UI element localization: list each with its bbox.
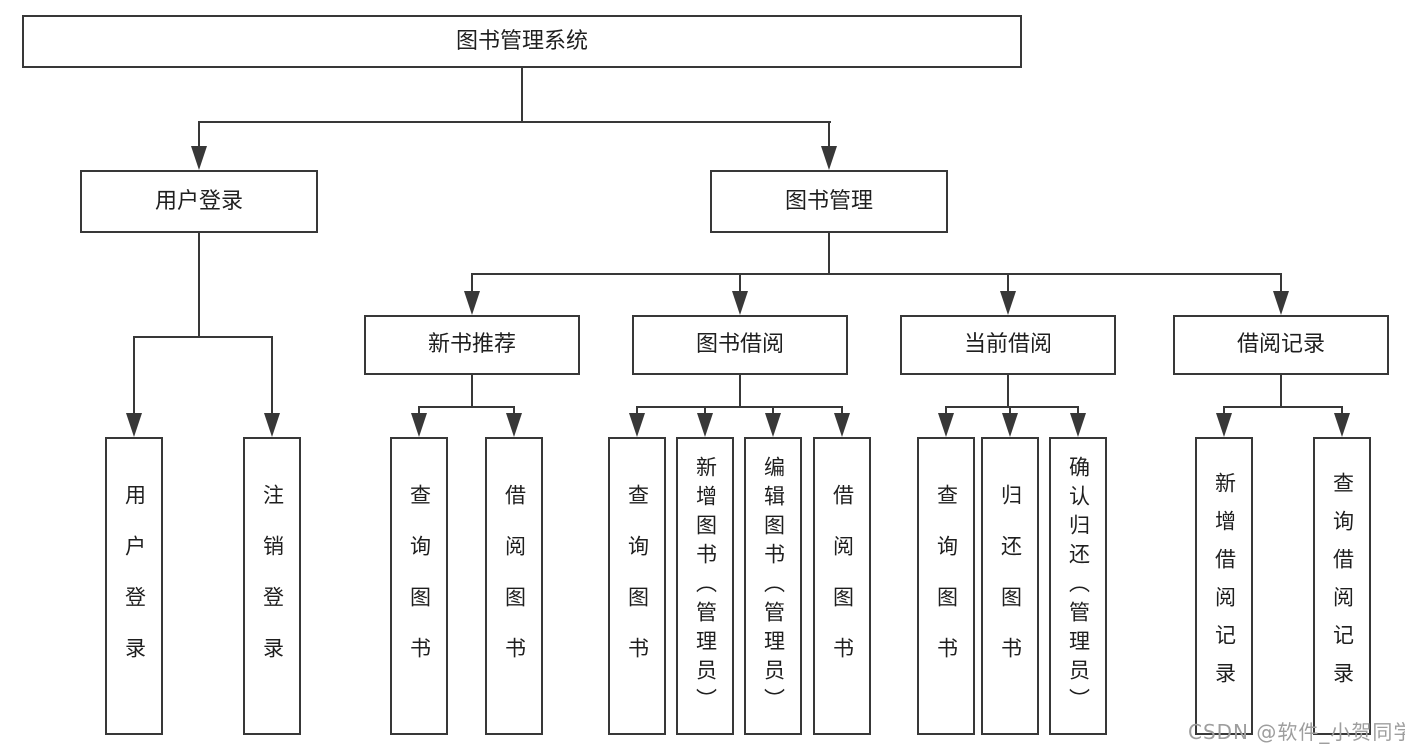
node-user-login: 用户登录	[80, 170, 318, 233]
node-current-borrowing: 当前借阅	[900, 315, 1116, 375]
connector-hline	[471, 273, 1282, 275]
arrow-down-icon	[732, 291, 748, 315]
leaf-label: 查询图书	[407, 484, 432, 688]
leaf-edit-book-admin: 编辑图书（管理员）	[744, 437, 802, 735]
leaf-label: 查询图书	[934, 484, 959, 688]
connector-vline	[1007, 273, 1009, 293]
arrow-down-icon	[938, 413, 954, 437]
arrow-down-icon	[1273, 291, 1289, 315]
arrow-down-icon	[264, 413, 280, 437]
connector-vline	[1007, 375, 1009, 406]
node-root-system: 图书管理系统	[22, 15, 1022, 68]
connector-vline	[704, 406, 706, 415]
leaf-add-book-admin: 新增图书（管理员）	[676, 437, 734, 735]
arrow-down-icon	[697, 413, 713, 437]
node-label: 借阅记录	[1236, 332, 1325, 357]
connector-vline	[945, 406, 947, 415]
arrow-down-icon	[411, 413, 427, 437]
arrow-down-icon	[765, 413, 781, 437]
connector-vline	[1223, 406, 1225, 415]
leaf-logout: 注销登录	[243, 437, 301, 735]
connector-vline	[636, 406, 638, 415]
connector-vline	[739, 273, 741, 293]
arrow-down-icon	[1216, 413, 1232, 437]
connector-hline	[418, 406, 515, 408]
leaf-label: 确认归还（管理员）	[1066, 455, 1091, 717]
connector-hline	[636, 406, 843, 408]
arrow-down-icon	[834, 413, 850, 437]
node-label: 新书推荐	[427, 332, 516, 357]
connector-vline	[471, 375, 473, 406]
leaf-label: 归还图书	[998, 484, 1023, 688]
arrow-down-icon	[629, 413, 645, 437]
connector-hline	[198, 121, 831, 123]
arrow-down-icon	[191, 146, 207, 170]
connector-vline	[133, 336, 135, 415]
leaf-label: 借阅图书	[830, 484, 855, 688]
leaf-label: 查询图书	[625, 484, 650, 688]
connector-vline	[1280, 273, 1282, 293]
leaf-borrow-books-recommend: 借阅图书	[485, 437, 543, 735]
connector-hline	[1223, 406, 1342, 408]
connector-vline	[198, 121, 200, 148]
arrow-down-icon	[1002, 413, 1018, 437]
arrow-down-icon	[1000, 291, 1016, 315]
connector-vline	[841, 406, 843, 415]
connector-vline	[739, 375, 741, 406]
leaf-add-borrow-record: 新增借阅记录	[1195, 437, 1253, 735]
arrow-down-icon	[821, 146, 837, 170]
connector-hline	[945, 406, 1079, 408]
leaf-query-borrow-record: 查询借阅记录	[1313, 437, 1371, 735]
leaf-query-books-borrow: 查询图书	[608, 437, 666, 735]
leaf-return-book: 归还图书	[981, 437, 1039, 735]
connector-vline	[1009, 406, 1011, 415]
connector-vline	[521, 68, 523, 121]
arrow-down-icon	[126, 413, 142, 437]
node-book-borrowing: 图书借阅	[632, 315, 848, 375]
arrow-down-icon	[506, 413, 522, 437]
leaf-label: 注销登录	[260, 484, 285, 688]
leaf-label: 编辑图书（管理员）	[761, 455, 786, 717]
node-book-management: 图书管理	[710, 170, 948, 233]
leaf-query-books-recommend: 查询图书	[390, 437, 448, 735]
leaf-label: 新增借阅记录	[1212, 472, 1237, 700]
connector-vline	[828, 233, 830, 273]
leaf-borrow-books: 借阅图书	[813, 437, 871, 735]
connector-hline	[133, 336, 273, 338]
connector-vline	[772, 406, 774, 415]
connector-vline	[513, 406, 515, 415]
node-label: 图书借阅	[695, 332, 784, 357]
arrow-down-icon	[1334, 413, 1350, 437]
leaf-label: 查询借阅记录	[1330, 472, 1355, 700]
node-new-book-recommend: 新书推荐	[364, 315, 580, 375]
connector-vline	[198, 233, 200, 336]
connector-vline	[418, 406, 420, 415]
connector-vline	[1341, 406, 1343, 415]
node-label: 当前借阅	[963, 332, 1052, 357]
connector-vline	[471, 273, 473, 293]
arrow-down-icon	[464, 291, 480, 315]
leaf-label: 用户登录	[122, 484, 147, 688]
node-label: 图书管理系统	[455, 28, 588, 54]
node-label: 图书管理	[784, 188, 873, 214]
connector-vline	[828, 121, 830, 148]
leaf-user-login: 用户登录	[105, 437, 163, 735]
leaf-label: 新增图书（管理员）	[693, 455, 718, 717]
arrow-down-icon	[1070, 413, 1086, 437]
leaf-label: 借阅图书	[502, 484, 527, 688]
node-borrowing-records: 借阅记录	[1173, 315, 1389, 375]
watermark-text: CSDN @软件_小贺同学	[1188, 720, 1405, 744]
node-label: 用户登录	[154, 188, 243, 214]
connector-vline	[271, 336, 273, 415]
leaf-query-books-current: 查询图书	[917, 437, 975, 735]
connector-vline	[1077, 406, 1079, 415]
connector-vline	[1280, 375, 1282, 406]
leaf-confirm-return-admin: 确认归还（管理员）	[1049, 437, 1107, 735]
